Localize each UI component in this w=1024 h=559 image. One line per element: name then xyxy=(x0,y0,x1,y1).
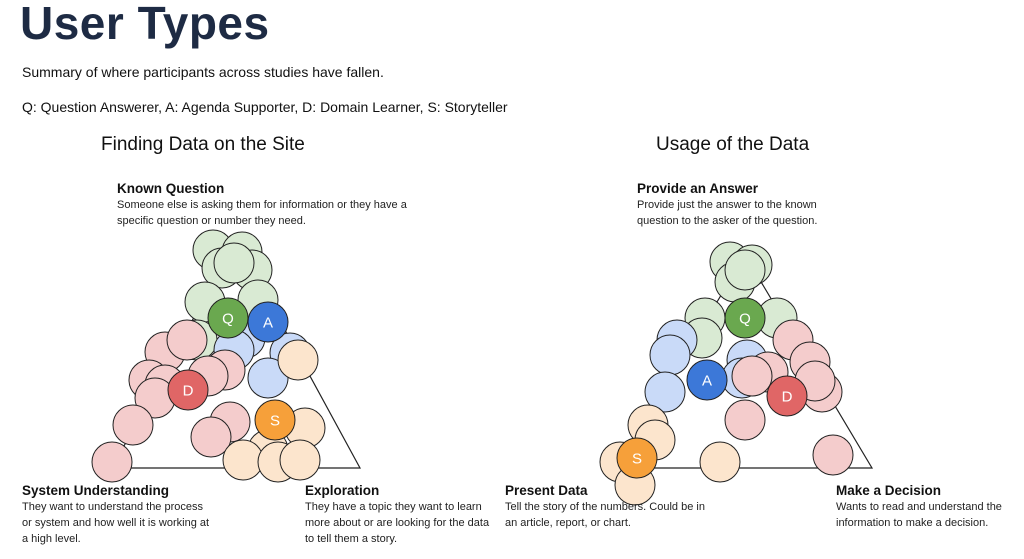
corner-heading: Exploration xyxy=(305,483,380,498)
corner-system-understanding: System Understanding They want to unders… xyxy=(22,483,212,547)
corner-heading: Provide an Answer xyxy=(637,181,759,196)
corner-description: Someone else is asking them for informat… xyxy=(117,199,407,227)
marker-d-label: D xyxy=(782,389,793,406)
participant-dot xyxy=(277,339,319,381)
page-title: User Types xyxy=(20,0,270,49)
marker-q-label: Q xyxy=(222,311,234,328)
marker-domain-learner: D xyxy=(167,369,209,411)
corner-description: Wants to read and understand the informa… xyxy=(836,501,1002,529)
corner-known-question: Known Question Someone else is asking th… xyxy=(117,181,407,229)
participant-dot xyxy=(222,439,264,481)
participant-dot xyxy=(644,371,686,413)
corner-description: They want to understand the process or s… xyxy=(22,501,210,545)
marker-question-answerer: Q xyxy=(724,297,766,339)
marker-s-label: S xyxy=(632,451,642,468)
finding-data-triangle: Q A D S xyxy=(91,229,362,483)
participant-dot xyxy=(112,404,154,446)
participant-dot xyxy=(812,434,854,476)
corner-heading: Known Question xyxy=(117,181,225,196)
marker-d-label: D xyxy=(183,383,194,400)
marker-a-label: A xyxy=(263,315,273,332)
summary-text: Summary of where participants across stu… xyxy=(22,64,384,80)
corner-description: Provide just the answer to the known que… xyxy=(637,199,818,227)
marker-question-answerer: Q xyxy=(207,297,249,339)
corner-heading: Make a Decision xyxy=(836,483,942,498)
participant-dot xyxy=(247,357,289,399)
participant-dot xyxy=(731,355,773,397)
marker-s-label: S xyxy=(270,413,280,430)
usage-participant-dots xyxy=(599,241,854,506)
corner-present-data: Present Data Tell the story of the numbe… xyxy=(505,483,705,531)
participant-dot xyxy=(213,242,255,284)
participant-dot xyxy=(649,334,691,376)
marker-storyteller: S xyxy=(254,399,296,441)
usage-data-triangle: Q A D S xyxy=(599,241,874,506)
participant-dot xyxy=(724,249,766,291)
participant-dot xyxy=(166,319,208,361)
marker-agenda-supporter: A xyxy=(247,301,289,343)
finding-participant-dots xyxy=(91,229,326,483)
marker-domain-learner: D xyxy=(766,375,808,417)
corner-heading: Present Data xyxy=(505,483,588,498)
corner-make-decision: Make a Decision Wants to read and unders… xyxy=(836,483,1021,531)
participant-dot xyxy=(724,399,766,441)
participant-dot xyxy=(699,441,741,483)
corner-exploration: Exploration They have a topic they want … xyxy=(305,483,500,547)
marker-agenda-supporter: A xyxy=(686,359,728,401)
corner-description: Tell the story of the numbers. Could be … xyxy=(505,501,705,529)
participant-dot xyxy=(279,439,321,481)
participant-dot xyxy=(91,441,133,483)
marker-a-label: A xyxy=(702,373,712,390)
marker-q-label: Q xyxy=(739,311,751,328)
corner-description: They have a topic they want to learn mor… xyxy=(305,501,490,545)
legend-text: Q: Question Answerer, A: Agenda Supporte… xyxy=(22,99,508,115)
corner-heading: System Understanding xyxy=(22,483,170,498)
marker-storyteller: S xyxy=(616,437,658,479)
participant-dot xyxy=(190,416,232,458)
corner-provide-answer: Provide an Answer Provide just the answe… xyxy=(637,181,852,229)
usage-panel-title: Usage of the Data xyxy=(656,134,810,155)
finding-panel-title: Finding Data on the Site xyxy=(101,134,305,155)
